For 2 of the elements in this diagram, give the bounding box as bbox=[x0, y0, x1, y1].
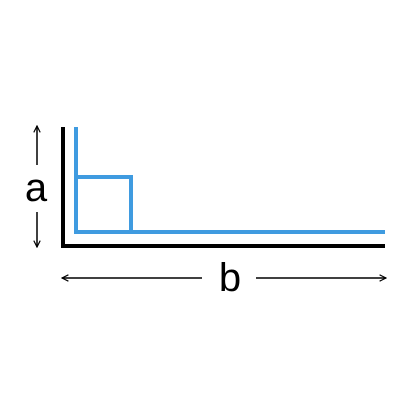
dimension-label: a bbox=[24, 166, 48, 210]
dimension-label: b bbox=[218, 256, 242, 300]
